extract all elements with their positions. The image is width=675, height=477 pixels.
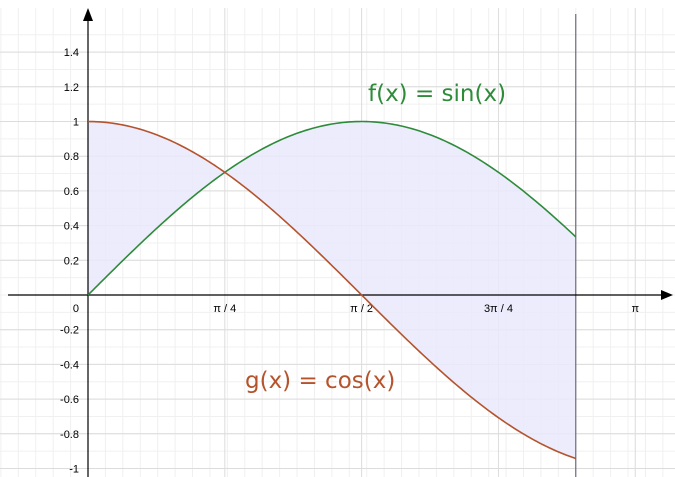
x-tick-label: π / 2 [350,303,373,315]
x-axis-arrow [661,290,673,300]
y-axis-arrow [83,8,93,21]
cos-curve-label: g(x) = cos(x) [245,368,395,394]
y-tick-label: 0 [73,303,79,315]
y-tick-label: 0.8 [64,151,79,163]
y-tick-label: -0.4 [60,359,79,371]
y-tick-label: 1 [73,117,79,129]
x-tick-label: 3π / 4 [484,303,513,315]
y-tick-label: -0.6 [60,394,79,406]
tick-labels: 1.4 1.2 1 0.8 0.6 0.4 0.2 0 -0.2 -0.4 -0.6 -0.8 -1 π … [60,47,639,475]
x-tick-label: π [631,303,639,315]
y-tick-label: 0.4 [64,221,79,233]
y-tick-label: -0.2 [60,325,79,337]
x-tick-label: π / 4 [213,303,236,315]
y-tick-label: 1.4 [64,47,79,59]
sin-curve-label: f(x) = sin(x) [368,81,506,107]
y-tick-label: 1.2 [64,82,79,94]
y-tick-label: -1 [69,464,79,476]
y-tick-label: 0.6 [64,186,79,198]
y-tick-label: -0.8 [60,429,79,441]
y-tick-label: 0.2 [64,255,79,267]
cos-curve [87,120,577,460]
axes [8,8,673,477]
sin-curve [87,120,577,296]
shaded-area [88,121,576,459]
